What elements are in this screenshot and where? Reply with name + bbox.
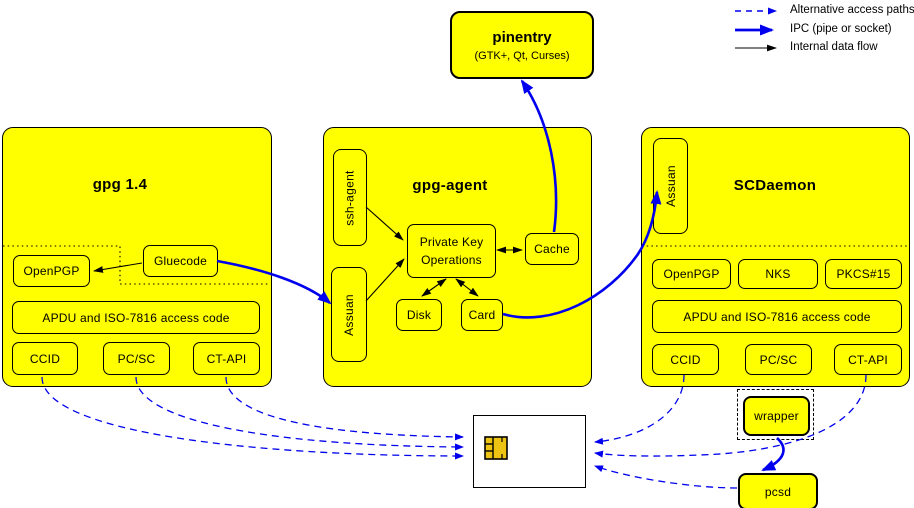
scdaemon-assuan-node: Assuan xyxy=(653,138,688,234)
scdaemon-title: SCDaemon xyxy=(733,177,817,194)
wrapper-node: wrapper xyxy=(743,396,810,436)
pinentry-title: pinentry xyxy=(492,28,552,46)
smartcard-chip-icon xyxy=(484,436,508,460)
pinentry-node: pinentry (GTK+, Qt, Curses) xyxy=(450,11,594,79)
gpg14-apdu-node: APDU and ISO-7816 access code xyxy=(12,301,260,334)
scdaemon-nks-node: NKS xyxy=(738,259,818,289)
gpg14-ccid-node: CCID xyxy=(12,342,78,375)
alt-path-pcsd-to-card xyxy=(594,465,738,489)
alt-path-scdaemon-ctapi-to-card xyxy=(594,374,867,458)
gpgagent-title: gpg-agent xyxy=(412,177,488,194)
pcsd-node: pcsd xyxy=(738,473,818,508)
legend-label-internal: Internal data flow xyxy=(790,41,878,53)
gpgagent-disk-node: Disk xyxy=(396,299,442,331)
gpg14-openpgp-node: OpenPGP xyxy=(13,255,90,287)
gpgagent-private-key-operations-node: Private Key Operations xyxy=(407,224,496,278)
alt-path-gpg14-pcsc-to-card xyxy=(135,376,464,451)
smartcard xyxy=(473,415,586,488)
gpg14-pcsc-node: PC/SC xyxy=(103,342,170,375)
scdaemon-ctapi-node: CT-API xyxy=(834,344,902,375)
scdaemon-apdu-node: APDU and ISO-7816 access code xyxy=(652,300,902,333)
gpg14-gluecode-node: Gluecode xyxy=(143,245,218,277)
scdaemon-pcsc-node: PC/SC xyxy=(745,344,812,375)
legend-label-ipc: IPC (pipe or socket) xyxy=(790,23,892,35)
gpgagent-card-node: Card xyxy=(461,299,503,331)
gpgagent-assuan-node: Assuan xyxy=(331,267,367,362)
scdaemon-ccid-node: CCID xyxy=(652,344,719,375)
scdaemon-openpgp-node: OpenPGP xyxy=(652,259,731,289)
gpgagent-sshagent-node: ssh-agent xyxy=(333,149,367,246)
scdaemon-pkcs15-node: PKCS#15 xyxy=(825,259,902,289)
gpg14-ctapi-node: CT-API xyxy=(193,342,260,375)
ipc-arrow-wrapper-to-pcsd xyxy=(761,437,785,472)
gpg14-title: gpg 1.4 xyxy=(92,176,148,193)
alt-path-gpg14-ccid-to-card xyxy=(41,376,464,460)
gpgagent-cache-node: Cache xyxy=(525,233,579,265)
legend-label-alternative: Alternative access paths xyxy=(790,4,914,16)
pinentry-subtitle: (GTK+, Qt, Curses) xyxy=(474,49,570,62)
